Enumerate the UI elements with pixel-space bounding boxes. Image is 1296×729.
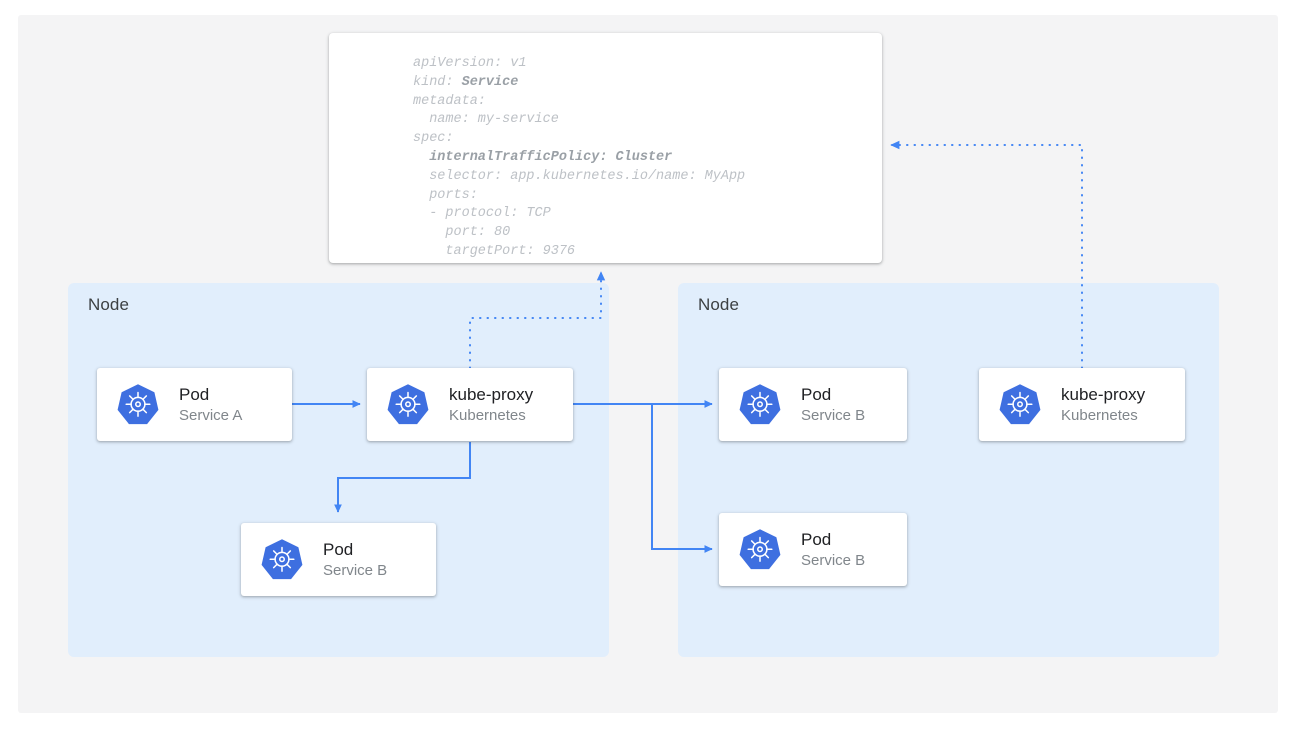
manifest-line-1-value: Service xyxy=(461,74,519,90)
manifest-line-2: metadata: xyxy=(413,93,486,109)
node-container-left: Node xyxy=(68,283,609,657)
manifest-line-6: selector: app.kubernetes.io/name: MyApp xyxy=(413,168,746,184)
manifest-line-3: name: my-service xyxy=(413,112,559,128)
manifest-line-1: kind: Service xyxy=(413,74,519,90)
card-title: Pod xyxy=(179,384,210,404)
card-subtitle: Kubernetes xyxy=(449,406,526,424)
kubernetes-icon xyxy=(261,538,303,579)
card-text: kube-proxy Kubernetes xyxy=(1061,384,1145,426)
manifest-line-7: ports: xyxy=(413,187,478,203)
card-title: kube-proxy xyxy=(1061,384,1146,404)
card-title: Pod xyxy=(801,384,832,404)
card-subtitle: Service B xyxy=(323,561,388,579)
card-title: Pod xyxy=(801,529,832,549)
card-pod-service-b-top[interactable]: Pod Service B xyxy=(719,368,907,441)
manifest-line-10: targetPort: 9376 xyxy=(413,243,576,259)
kubernetes-icon xyxy=(387,383,429,424)
card-subtitle: Service B xyxy=(801,551,866,569)
kubernetes-icon xyxy=(739,383,781,424)
card-subtitle: Service B xyxy=(801,406,866,424)
kubernetes-icon xyxy=(739,528,781,569)
node-label: Node xyxy=(88,295,130,314)
card-text: kube-proxy Kubernetes xyxy=(449,384,533,426)
card-pod-service-a[interactable]: Pod Service A xyxy=(97,368,292,441)
card-kube-proxy-left[interactable]: kube-proxy Kubernetes xyxy=(367,368,573,441)
manifest-line-5: internalTrafficPolicy: Cluster xyxy=(413,149,673,165)
card-pod-service-b-left[interactable]: Pod Service B xyxy=(241,523,436,596)
card-text: Pod Service B xyxy=(801,384,865,426)
service-manifest-panel: apiVersion: v1 kind: Service metadata: nam… xyxy=(329,33,882,263)
card-text: Pod Service A xyxy=(179,384,242,426)
service-manifest-code: apiVersion: v1 kind: Service metadata: nam… xyxy=(413,55,745,262)
card-text: Pod Service B xyxy=(801,529,865,571)
manifest-line-9: port: 80 xyxy=(413,225,511,241)
card-title: Pod xyxy=(323,539,354,559)
node-label: Node xyxy=(698,295,740,314)
card-text: Pod Service B xyxy=(323,539,387,581)
kubernetes-icon xyxy=(999,383,1041,424)
card-pod-service-b-bottom[interactable]: Pod Service B xyxy=(719,513,907,586)
manifest-line-8: - protocol: TCP xyxy=(413,206,551,222)
manifest-line-4: spec: xyxy=(413,131,454,147)
manifest-line-0: apiVersion: v1 xyxy=(413,56,527,71)
card-subtitle: Service A xyxy=(179,406,243,424)
card-title: kube-proxy xyxy=(449,384,534,404)
node-container-right: Node xyxy=(678,283,1219,657)
card-subtitle: Kubernetes xyxy=(1061,406,1138,424)
kubernetes-icon xyxy=(117,383,159,424)
card-kube-proxy-right[interactable]: kube-proxy Kubernetes xyxy=(979,368,1185,441)
